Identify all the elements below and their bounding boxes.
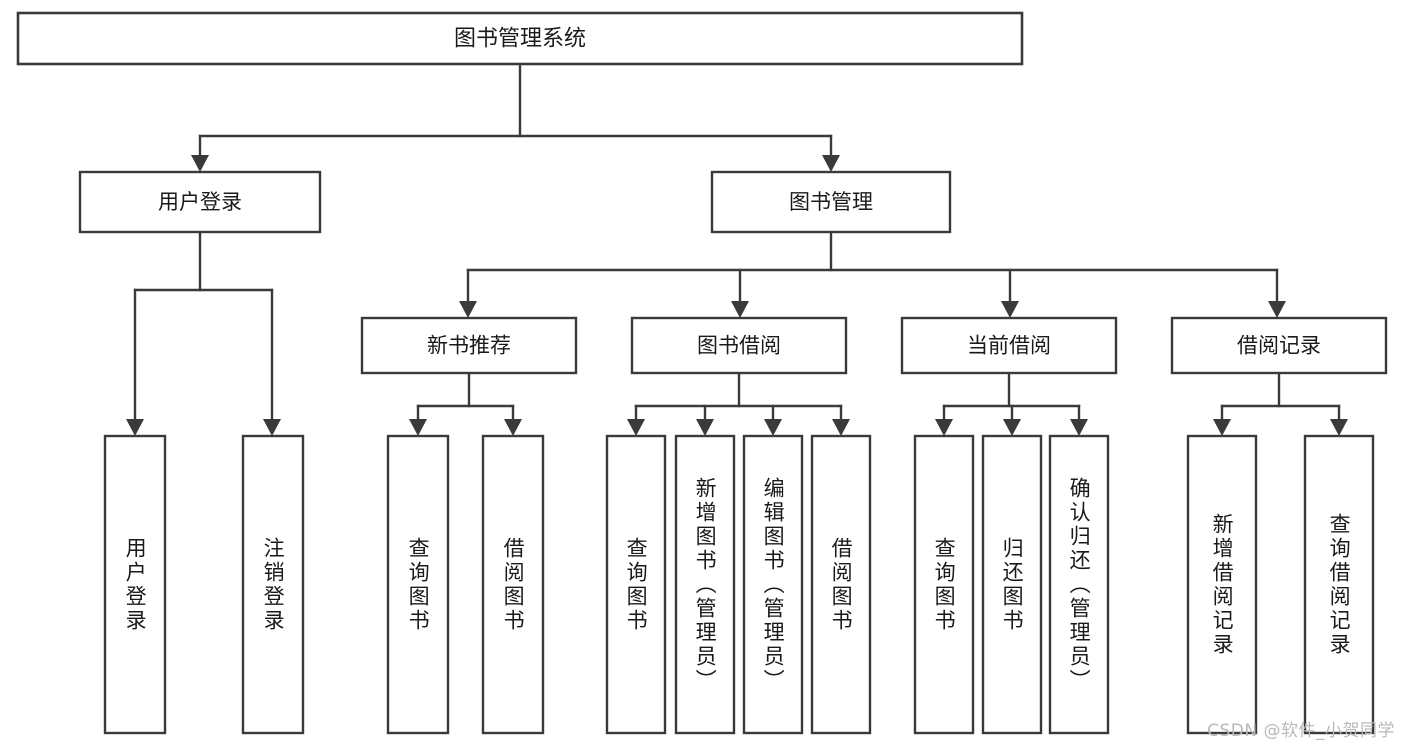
node-root-library-system-label: 图书管理系统: [454, 27, 586, 52]
node-boxes-layer: [16, 11, 1388, 735]
leaf-borrow-book-recommend-box[interactable]: [481, 434, 545, 735]
bm-arrow-icon-1: [731, 301, 749, 318]
group-1-arrow-icon-1: [696, 419, 714, 436]
group-1-arrow-icon-3: [832, 419, 850, 436]
group-2-arrow-icon-1: [1003, 419, 1021, 436]
root-arrow-icon-0: [191, 155, 209, 172]
node-borrow-record-box[interactable]: [1170, 316, 1388, 375]
group-3-arrow-icon-1: [1330, 419, 1348, 436]
group-2-arrow-icon-2: [1070, 419, 1088, 436]
group-3-arrow-icon-0: [1213, 419, 1231, 436]
login-arrow-icon-0: [126, 419, 144, 436]
node-current-borrow-box[interactable]: [900, 316, 1118, 375]
node-new-book-recommend-box[interactable]: [360, 316, 578, 375]
group-0-arrow-icon-0: [409, 419, 427, 436]
connector-lines-layer: [126, 62, 1348, 436]
bm-arrow-icon-3: [1268, 301, 1286, 318]
node-current-borrow-label: 当前借阅: [967, 334, 1051, 358]
bm-arrow-icon-0: [459, 301, 477, 318]
leaf-edit-book-admin-box[interactable]: [742, 434, 804, 735]
leaf-user-logout-box[interactable]: [241, 434, 305, 735]
node-book-management-box[interactable]: [710, 170, 952, 234]
node-user-login-box[interactable]: [78, 170, 322, 234]
node-new-book-recommend-label: 新书推荐: [427, 334, 511, 358]
node-borrow-record-label: 借阅记录: [1237, 334, 1321, 358]
node-book-borrow-label: 图书借阅: [697, 334, 781, 358]
leaf-user-login-box[interactable]: [103, 434, 167, 735]
group-2-arrow-icon-0: [935, 419, 953, 436]
node-book-borrow-box[interactable]: [630, 316, 848, 375]
group-0-arrow-icon-1: [504, 419, 522, 436]
csdn-watermark: CSDN @软件_小贺同学: [1207, 721, 1395, 741]
leaf-confirm-return-admin-box[interactable]: [1048, 434, 1110, 735]
leaf-query-book-borrow-box[interactable]: [605, 434, 667, 735]
bm-arrow-icon-2: [1001, 301, 1019, 318]
leaf-query-borrow-record-box[interactable]: [1303, 434, 1375, 735]
leaf-add-book-admin-box[interactable]: [674, 434, 736, 735]
login-arrow-icon-1: [263, 419, 281, 436]
root-arrow-icon-1: [822, 155, 840, 172]
leaf-query-book-recommend-box[interactable]: [386, 434, 450, 735]
leaf-borrow-book-box[interactable]: [810, 434, 872, 735]
node-user-login-label: 用户登录: [158, 190, 242, 214]
group-1-arrow-icon-0: [627, 419, 645, 436]
node-root-library-system-box[interactable]: [16, 11, 1024, 66]
group-1-arrow-icon-2: [764, 419, 782, 436]
node-book-management-label: 图书管理: [789, 190, 873, 214]
leaf-add-borrow-record-box[interactable]: [1186, 434, 1258, 735]
leaf-return-book-box[interactable]: [981, 434, 1043, 735]
leaf-query-book-current-box[interactable]: [913, 434, 975, 735]
